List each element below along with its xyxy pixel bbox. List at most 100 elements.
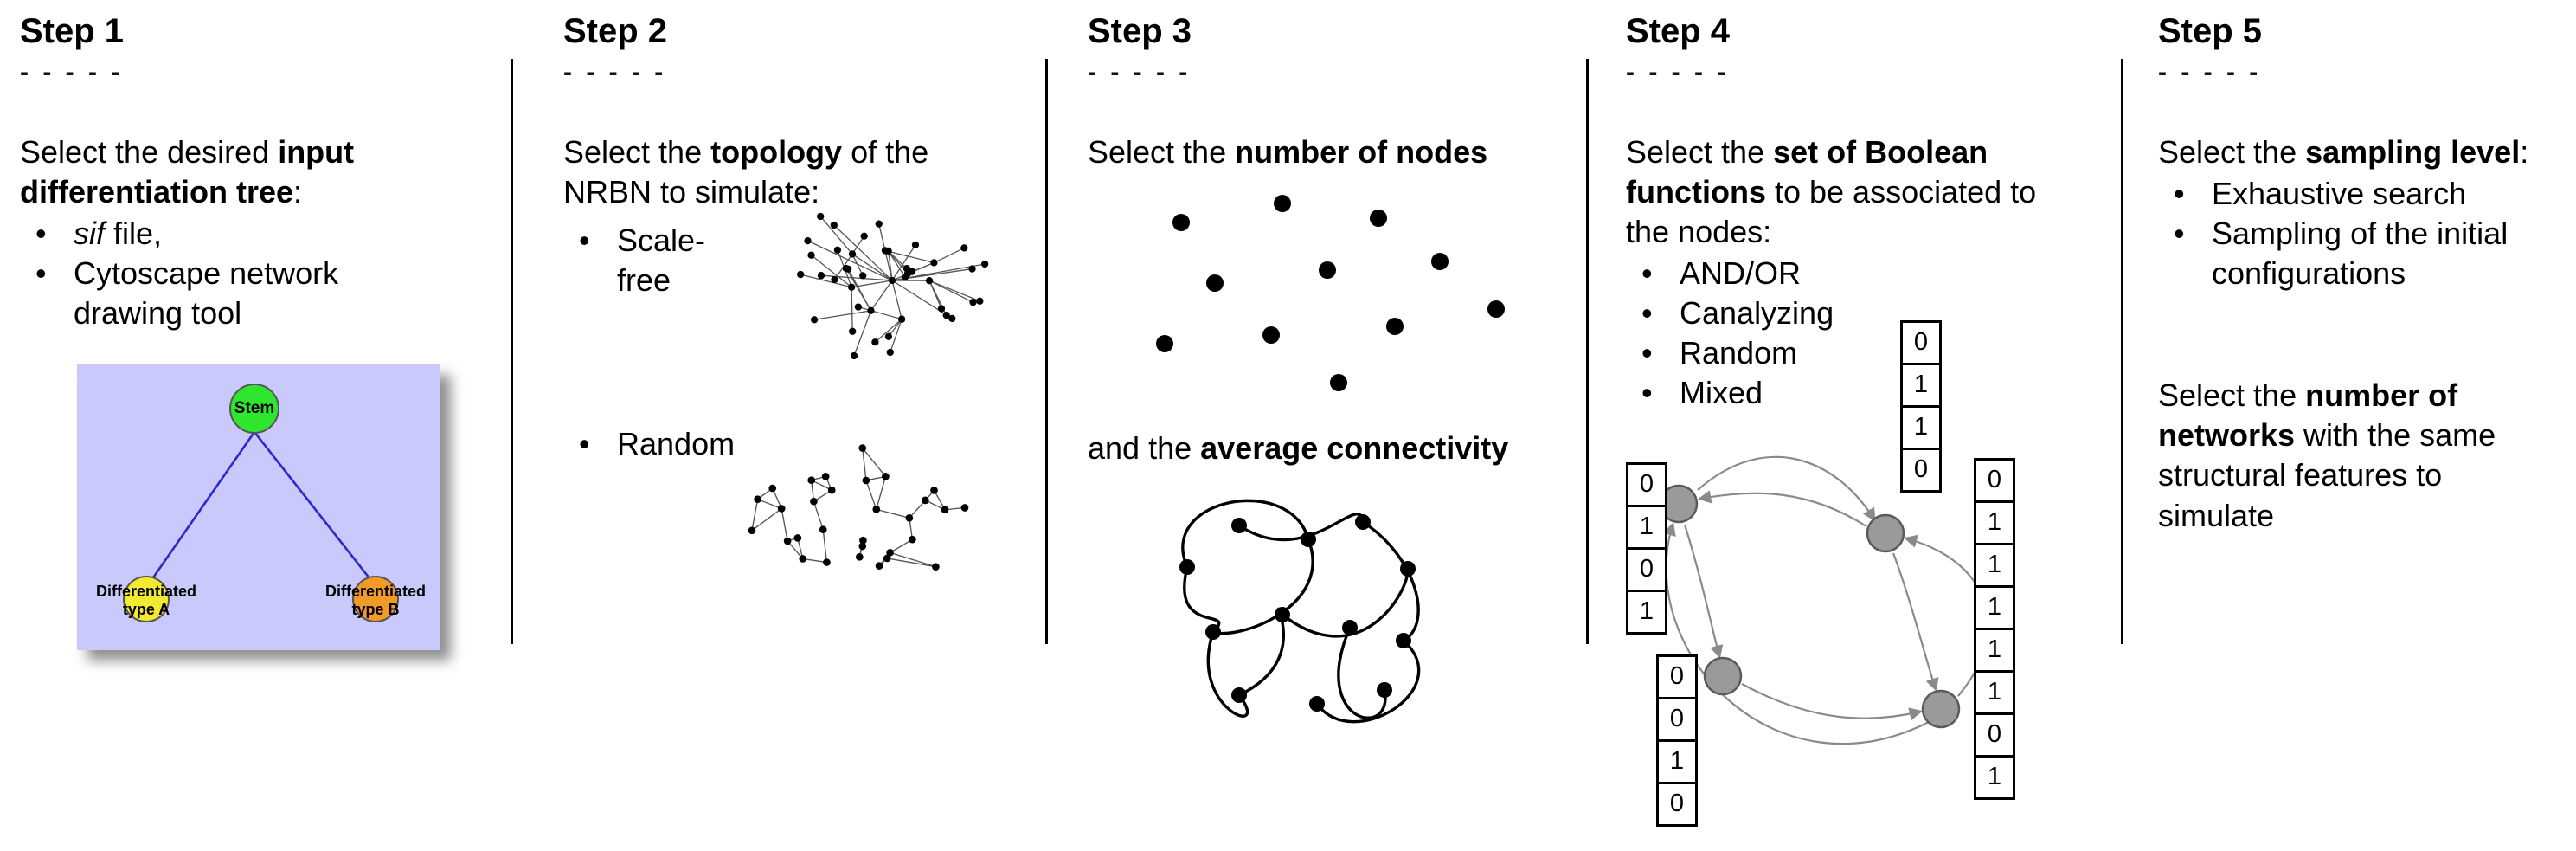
and-or-text: AND/OR: [1680, 255, 1802, 292]
bullet-exhaustive-search: Exhaustive search: [2158, 174, 2576, 214]
step-1-intro-bold: input differentiation tree: [20, 134, 355, 210]
bullet-sif-file: sif file,: [20, 214, 392, 254]
truth-table-cell: 1: [1974, 627, 2015, 673]
step-2-dashes: - - - - -: [563, 58, 667, 87]
canalyzing-text: Canalyzing: [1680, 295, 1834, 332]
step-4-intro-post: to be associated to the nodes:: [1626, 174, 2037, 250]
step-3-title: Step 3: [1088, 12, 1192, 50]
sampling-initial-text: Sampling of the initial configurations: [2212, 216, 2509, 292]
truth-table-cell: 1: [1900, 362, 1942, 408]
column-divider-3: [1586, 59, 1589, 644]
step-3-dashes: - - - - -: [1088, 58, 1192, 87]
bullet-scale-free: Scale-free: [563, 221, 745, 300]
step-5-second-bold: number of networks: [2158, 377, 2458, 454]
truth-table-cell: 1: [1656, 738, 1698, 784]
differentiated-type-a-node: [123, 576, 170, 623]
step-1-column: Step 1 - - - - - Select the desired inpu…: [0, 0, 511, 851]
differentiated-type-b-node: [352, 576, 399, 623]
scale-free-network-illustration: [797, 212, 989, 360]
step-5-intro: Select the sampling level:: [2158, 132, 2576, 172]
step-3-connectivity-text: and the average connectivity: [1088, 429, 1586, 468]
step-5-bullet-list: Exhaustive search Sampling of the initia…: [2158, 174, 2576, 293]
step-2-title: Step 2: [563, 12, 668, 50]
column-divider-2: [1045, 59, 1048, 644]
step-3-second-pre: and the: [1088, 430, 1201, 467]
bullet-and-or: AND/OR: [1626, 254, 2121, 293]
step-2-column: Step 2 - - - - - Select the topology of …: [513, 0, 1045, 851]
truth-table-cell: 0: [1974, 457, 2015, 503]
truth-table-cell: 0: [1656, 654, 1698, 699]
random-functions-text: Random: [1680, 335, 1798, 371]
truth-table-cell: 0: [1626, 461, 1667, 507]
exhaustive-search-text: Exhaustive search: [2212, 176, 2467, 212]
truth-table-cell: 1: [1626, 504, 1667, 550]
step-5-title: Step 5: [2158, 12, 2263, 50]
step-5-intro-post: :: [2520, 134, 2529, 170]
step-3-column: Step 3 - - - - - Select the number of no…: [1048, 0, 1586, 851]
scale-free-row: Scale-free: [563, 212, 1045, 384]
bullet-mixed: Mixed: [1626, 373, 2121, 413]
step-5-dashes: - - - - -: [2158, 58, 2262, 87]
step-2-bullet-random-wrap: Random: [563, 424, 735, 464]
cytoscape-text: Cytoscape network drawing tool: [74, 255, 339, 332]
mixed-text: Mixed: [1680, 375, 1763, 411]
step-5-networks-text: Select the number of networks with the s…: [2158, 376, 2539, 535]
step-5-intro-pre: Select the: [2158, 134, 2306, 170]
truth-table-cell: 1: [1974, 542, 2015, 588]
differentiated-type-b-label: Differentiated type B: [324, 583, 426, 618]
step-4-intro: Select the set of Boolean functions to b…: [1626, 132, 2041, 252]
step-4-dashes: - - - - -: [1626, 58, 1730, 87]
step-3-intro-pre: Select the: [1088, 134, 1236, 170]
step-2-intro: Select the topology of the NRBN to simul…: [563, 132, 970, 212]
step-1-intro-pre: Select the desired: [20, 134, 279, 170]
step-4-column: Step 4 - - - - - Select the set of Boole…: [1589, 0, 2121, 851]
step-1-title: Step 1: [20, 12, 125, 50]
step-5-second-post: with the same structural features to sim…: [2158, 417, 2496, 533]
truth-table-cell: 1: [1974, 500, 2015, 545]
bullet-random: Random: [563, 424, 735, 464]
truth-table-cell: 1: [1974, 669, 2015, 715]
random-row: Random: [563, 422, 1045, 622]
stem-node: Stem: [229, 384, 279, 435]
step-4-title: Step 4: [1626, 12, 1731, 50]
step-2-intro-pre: Select the: [563, 134, 711, 170]
connectivity-tangle-illustration: [1179, 499, 1421, 724]
truth-table-cell: 0: [1656, 781, 1698, 827]
truth-table-cell: 0: [1626, 546, 1667, 592]
step-5-column: Step 5 - - - - - Select the sampling lev…: [2123, 0, 2576, 851]
truth-table-cell: 1: [1900, 404, 1942, 450]
bullet-cytoscape-tool: Cytoscape network drawing tool: [20, 254, 392, 333]
step-2-intro-bold: topology: [710, 134, 843, 170]
step-1-bullet-list: sif file, Cytoscape network drawing tool: [20, 214, 511, 333]
random-network-illustration: [748, 444, 969, 571]
truth-table-cell: 1: [1626, 589, 1667, 635]
step-4-intro-bold: set of Boolean functions: [1626, 134, 1988, 210]
step-5-second-pre: Select the: [2158, 377, 2306, 414]
step-5-intro-bold: sampling level: [2305, 134, 2521, 170]
truth-table-cell: 1: [1974, 584, 2015, 630]
bullet-sampling-initial: Sampling of the initial configurations: [2158, 214, 2576, 293]
boolean-network-illustration: [1659, 455, 1989, 745]
truth-table-cell: 0: [1974, 712, 2015, 758]
sif-italic: sif: [74, 216, 105, 252]
column-divider-4: [2121, 59, 2123, 644]
bullet-random-functions: Random: [1626, 333, 2121, 373]
truth-table-cell: 1: [1974, 754, 2015, 800]
step-3-second-bold: average connectivity: [1200, 430, 1509, 467]
step-3-intro: Select the number of nodes: [1088, 132, 1586, 172]
step-4-intro-pre: Select the: [1626, 134, 1774, 170]
scale-free-text: Scale-free: [617, 222, 706, 299]
step-2-intro-post: of the NRBN to simulate:: [563, 134, 929, 210]
step-3-intro-bold: number of nodes: [1235, 134, 1488, 170]
differentiated-type-a-label: Differentiated type A: [95, 583, 196, 618]
step-1-dashes: - - - - -: [20, 58, 124, 87]
differentiation-tree-figure: Stem Differentiated type A Differentiate…: [77, 364, 440, 651]
tree-edges-icon: [148, 431, 375, 584]
stem-node-label: Stem: [234, 399, 275, 418]
truth-table-cell: 0: [1900, 447, 1942, 493]
